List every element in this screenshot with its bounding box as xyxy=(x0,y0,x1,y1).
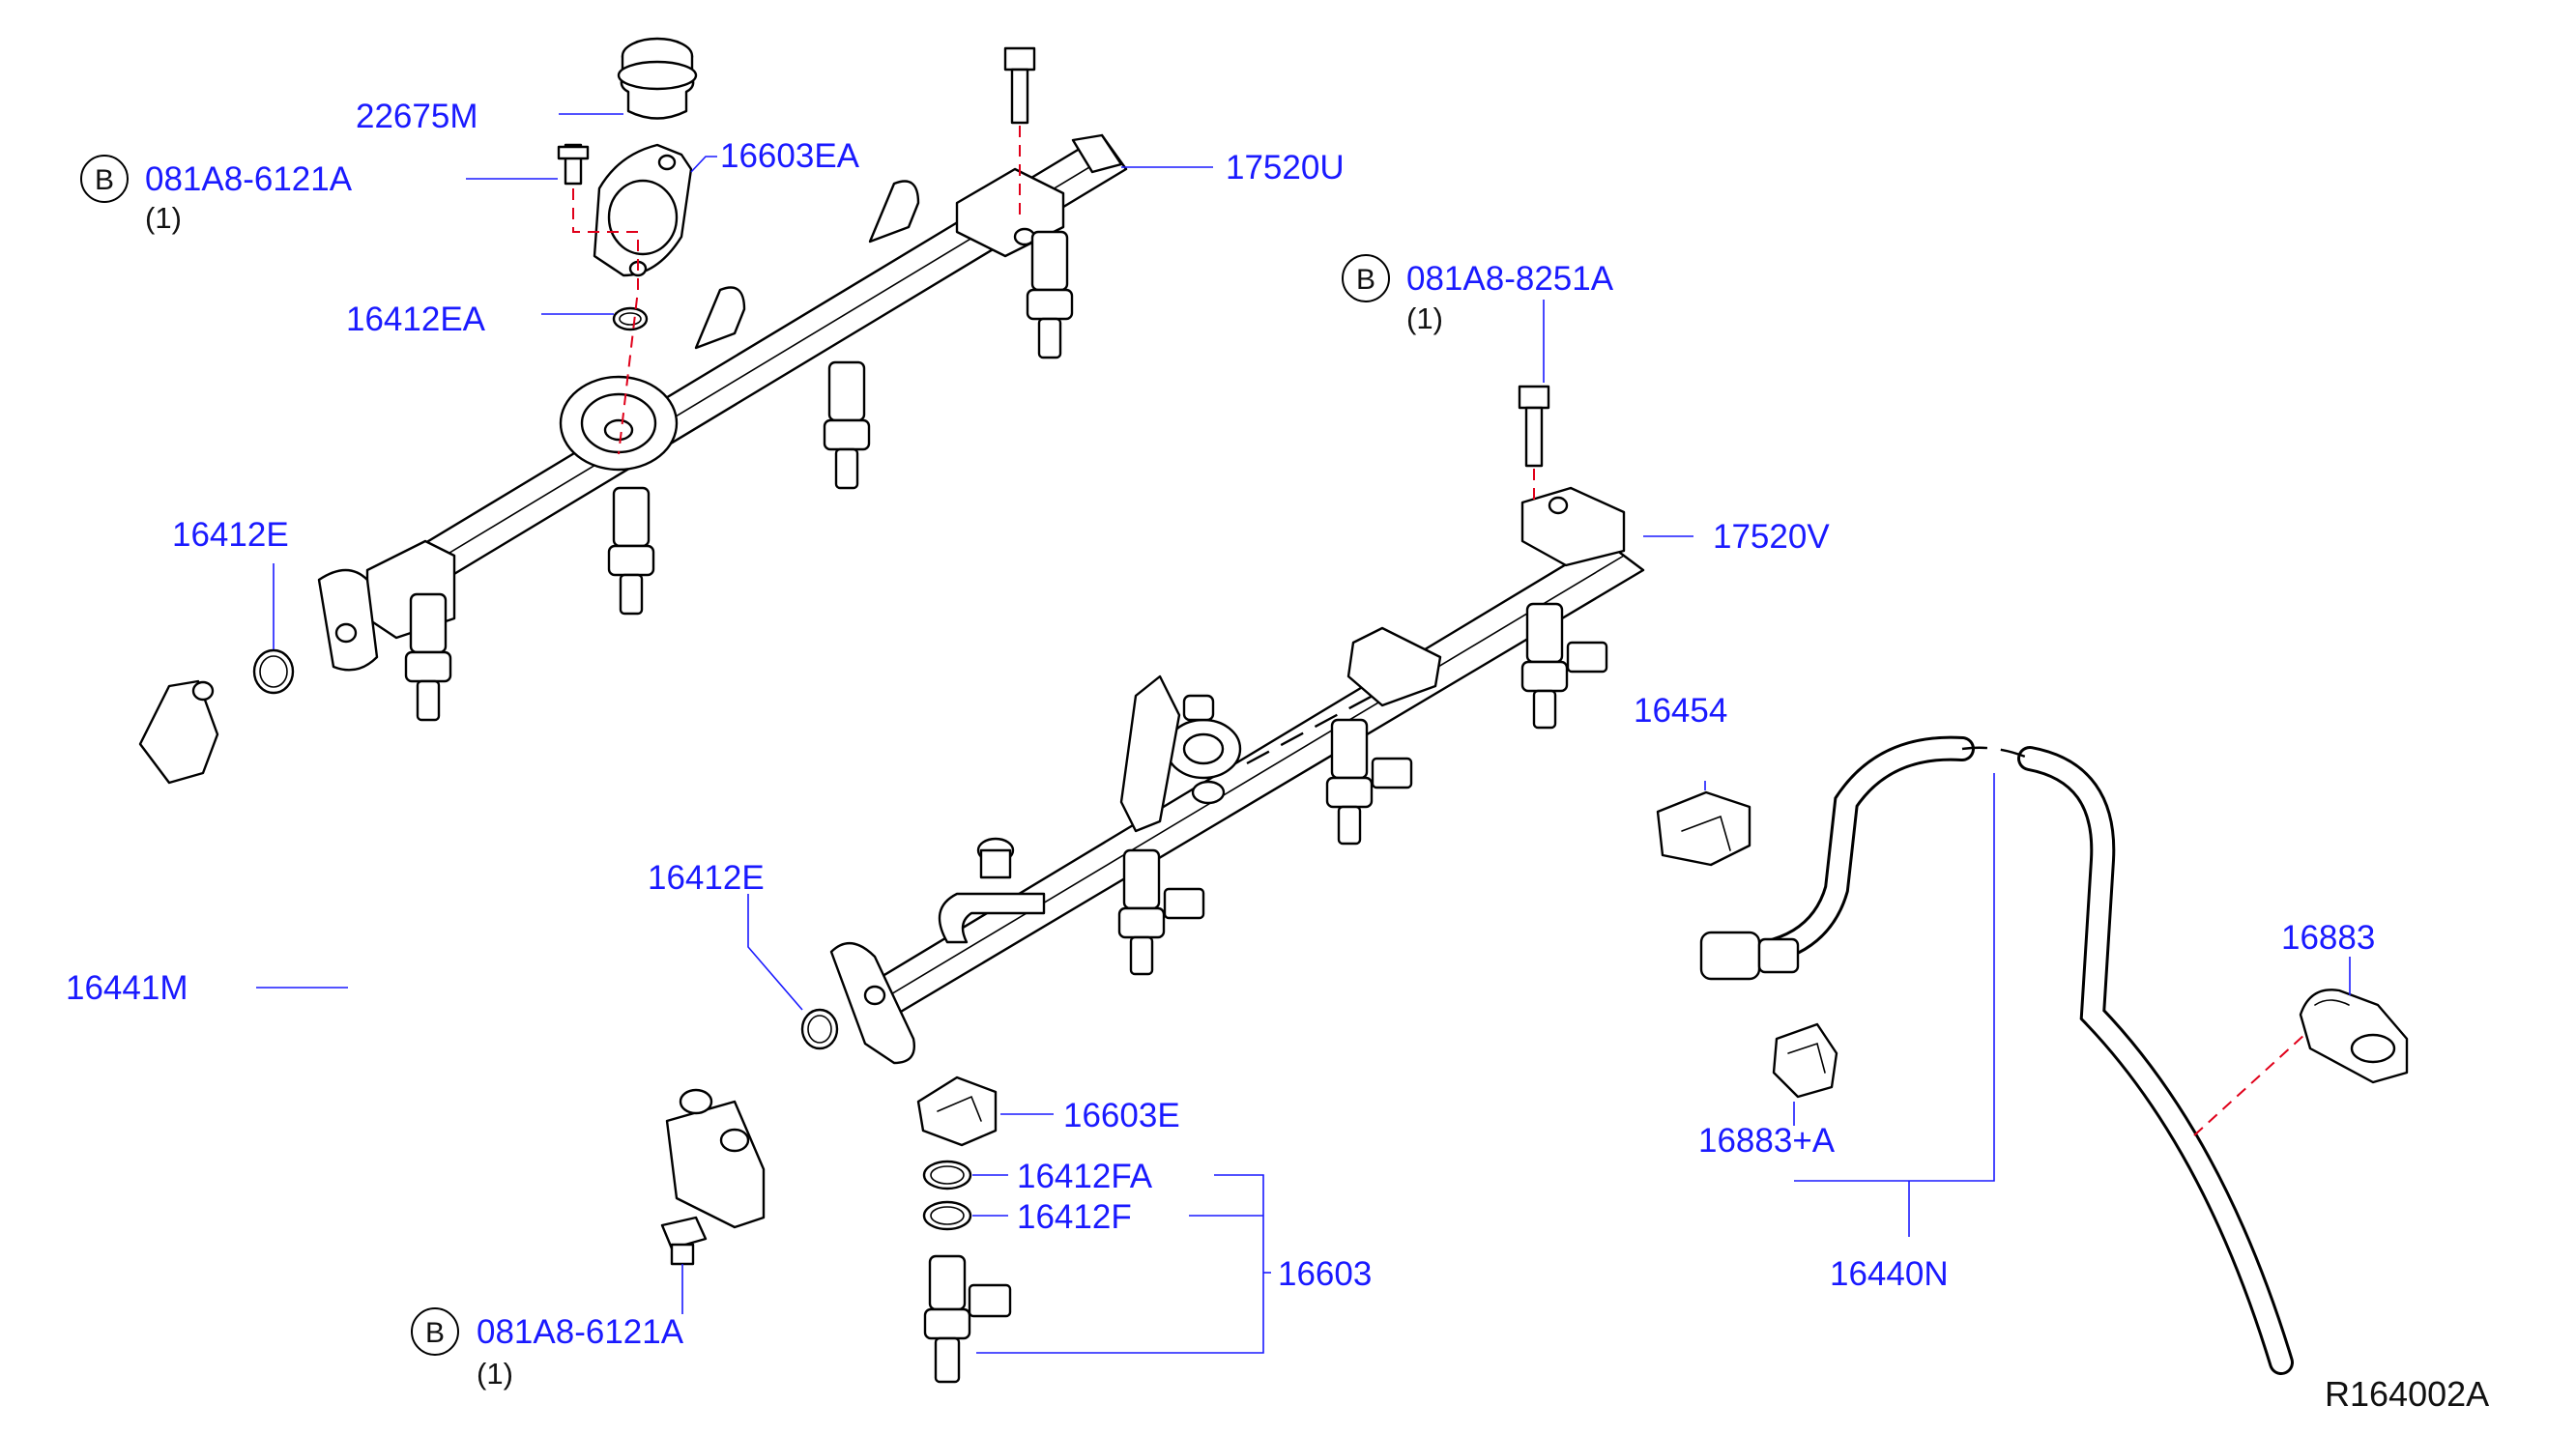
o-ring-16412F xyxy=(922,1200,972,1231)
label-16883[interactable]: 16883 xyxy=(2281,919,2375,957)
o-ring-16412FA xyxy=(922,1160,972,1190)
fuel-tube-16441M xyxy=(138,679,766,1229)
clip-16454 xyxy=(1656,790,1751,867)
label-16603[interactable]: 16603 xyxy=(1278,1255,1372,1293)
label-16603EA[interactable]: 16603EA xyxy=(720,137,860,175)
label-16412F[interactable]: 16412F xyxy=(1017,1198,1132,1236)
injector-16603 xyxy=(923,1254,1012,1384)
qty-bottom: (1) xyxy=(477,1357,513,1391)
label-16412EA[interactable]: 16412EA xyxy=(346,301,486,338)
o-ring-16412E-center xyxy=(800,1008,839,1050)
label-16441M[interactable]: 16441M xyxy=(66,969,188,1007)
diagram-reference-code: R164002A xyxy=(2325,1374,2489,1414)
upper-fuel-rail xyxy=(317,133,1128,722)
part-labels: 22675M 081A8-6121A (1) 16603EA 17520U 16… xyxy=(66,98,2489,1414)
upper-injector-4 xyxy=(1026,230,1074,359)
bolt-17520U xyxy=(1003,46,1036,220)
label-16603E[interactable]: 16603E xyxy=(1063,1097,1180,1134)
clip-16603E xyxy=(916,1076,998,1147)
label-16412FA[interactable]: 16412FA xyxy=(1017,1158,1153,1195)
svg-text:B: B xyxy=(425,1317,445,1349)
fuel-hose-16440N xyxy=(1699,735,2294,1375)
label-16440N[interactable]: 16440N xyxy=(1830,1255,1949,1293)
clip-16883 xyxy=(2193,989,2409,1136)
pressure-damper-assembly xyxy=(557,37,698,455)
leader-lines xyxy=(256,113,2351,1354)
label-081A8-6121A-top[interactable]: 081A8-6121A xyxy=(145,160,353,198)
clip-16883A xyxy=(1772,1022,1838,1099)
qty-mid: (1) xyxy=(1406,301,1443,335)
qty-top: (1) xyxy=(145,201,182,235)
label-081A8-8251A[interactable]: 081A8-8251A xyxy=(1406,260,1614,298)
lower-fuel-rail xyxy=(829,486,1645,1065)
o-ring-16412E-left xyxy=(252,648,295,695)
svg-text:B: B xyxy=(95,164,114,196)
label-081A8-6121A-bottom[interactable]: 081A8-6121A xyxy=(477,1313,684,1351)
b-marker-mid: B xyxy=(1342,254,1390,302)
upper-injector-2 xyxy=(607,486,655,616)
b-marker-top: B xyxy=(80,155,129,203)
lower-injector-2 xyxy=(1325,718,1413,846)
lower-injector-3 xyxy=(1520,602,1608,730)
upper-injector-3 xyxy=(823,360,871,490)
label-16412E-center[interactable]: 16412E xyxy=(648,859,765,897)
b-marker-bottom: B xyxy=(411,1307,459,1356)
svg-text:B: B xyxy=(1356,264,1375,296)
label-17520V[interactable]: 17520V xyxy=(1713,518,1830,556)
label-16454[interactable]: 16454 xyxy=(1634,692,1727,730)
label-22675M[interactable]: 22675M xyxy=(356,98,478,135)
label-17520U[interactable]: 17520U xyxy=(1226,149,1345,186)
label-16883A[interactable]: 16883+A xyxy=(1698,1122,1836,1160)
lower-injector-1 xyxy=(1117,848,1205,976)
upper-injector-1 xyxy=(404,592,452,722)
bolt-tube-bottom xyxy=(660,1216,708,1314)
bolt-17520V xyxy=(1518,385,1550,502)
label-16412E-left[interactable]: 16412E xyxy=(172,516,289,554)
